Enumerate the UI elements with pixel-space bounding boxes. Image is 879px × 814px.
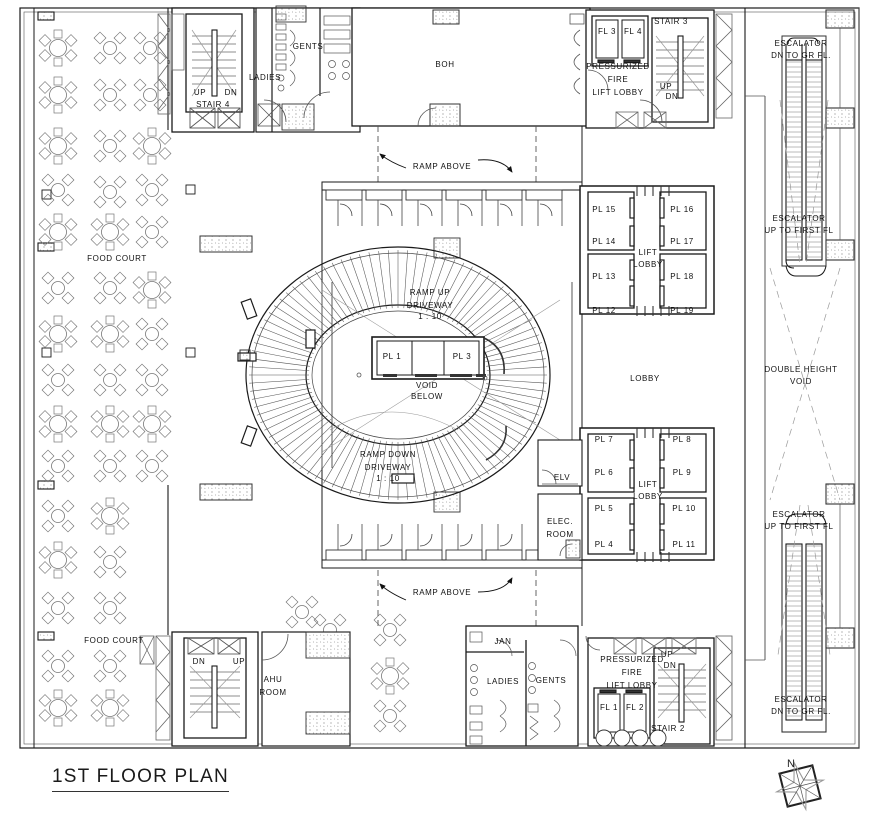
label-ahu-room-2: ROOM	[259, 688, 287, 697]
label-food-court-bottom: FOOD COURT	[84, 636, 144, 645]
label-ramp-up-slope: 1 : 10	[418, 312, 442, 321]
label-lift-lobby-lower-1: LIFT	[638, 480, 658, 489]
label-fire-lobby-bottom-3: LIFT LOBBY	[606, 681, 658, 690]
label-pl13: PL 13	[592, 272, 616, 281]
label-ramp-down: RAMP DOWN	[360, 450, 416, 459]
label-ramp-down-driveway: DRIVEWAY	[364, 463, 412, 472]
label-pl15: PL 15	[592, 205, 616, 214]
label-elv: ELV	[553, 473, 571, 482]
label-stair3-dn: DN	[665, 92, 679, 101]
label-pl1: PL 1	[382, 352, 402, 361]
label-pl7: PL 7	[594, 435, 614, 444]
label-escalator-bottom-2: DN TO GR FL.	[771, 707, 831, 716]
north-label: N	[787, 758, 795, 770]
label-stair2: STAIR 2	[651, 724, 685, 733]
label-pl14: PL 14	[592, 237, 616, 246]
label-double-height-void-1: DOUBLE HEIGHT	[764, 365, 838, 374]
label-ladies-top: LADIES	[248, 73, 282, 82]
label-food-court-top: FOOD COURT	[87, 254, 147, 263]
label-double-height-void-2: VOID	[790, 377, 812, 386]
label-fire-lobby-top-3: LIFT LOBBY	[592, 88, 644, 97]
label-pl5: PL 5	[594, 504, 614, 513]
label-pl10: PL 10	[672, 504, 696, 513]
label-void-below-1: VOID	[416, 381, 438, 390]
label-fl4: FL 4	[623, 27, 643, 36]
north-arrow-icon	[774, 760, 826, 812]
label-lift-lobby-lower-2: LOBBY	[633, 492, 663, 501]
label-fl3: FL 3	[597, 27, 617, 36]
label-stair2-up: UP	[660, 650, 674, 659]
label-fire-lobby-bottom-1: PRESSURIZED	[600, 655, 664, 664]
label-pl3: PL 3	[452, 352, 472, 361]
label-pl18: PL 18	[670, 272, 694, 281]
label-pl9: PL 9	[672, 468, 692, 477]
label-ramp-above-top: RAMP ABOVE	[412, 162, 472, 171]
label-lobby: LOBBY	[630, 374, 660, 383]
label-pl6: PL 6	[594, 468, 614, 477]
label-pl12: PL 12	[592, 306, 616, 315]
page-title: 1ST FLOOR PLAN	[52, 766, 229, 792]
label-ahu-room-1: AHU	[263, 675, 283, 684]
label-fire-lobby-top-1: PRESSURIZED	[586, 62, 650, 71]
label-stair3: STAIR 3	[654, 17, 688, 26]
label-elec-room-2: ROOM	[546, 530, 574, 539]
label-lift-lobby-upper-2: LOBBY	[633, 260, 663, 269]
label-stair3-up: UP	[659, 82, 673, 91]
label-boh: BOH	[435, 60, 455, 69]
label-stair4: STAIR 4	[196, 100, 230, 109]
label-escalator-top-1: ESCALATOR	[774, 39, 828, 48]
label-escalator-upper-1: ESCALATOR	[772, 214, 826, 223]
label-ramp-down-slope: 1 : 10	[376, 474, 400, 483]
label-escalator-top-2: DN TO GR FL.	[771, 51, 831, 60]
label-escalator-upper-2: UP TO FIRST FL	[764, 226, 834, 235]
label-void-below-2: BELOW	[411, 392, 443, 401]
label-stair-bottom-dn: DN	[192, 657, 206, 666]
label-fl2: FL 2	[625, 703, 645, 712]
label-stair2-dn: DN	[663, 661, 677, 670]
label-elec-room-1: ELEC.	[546, 517, 574, 526]
label-stair-bottom-up: UP	[232, 657, 246, 666]
label-pl8: PL 8	[672, 435, 692, 444]
label-gents-bottom: GENTS	[535, 676, 567, 685]
label-fire-lobby-top-2: FIRE	[607, 75, 629, 84]
label-pl4: PL 4	[594, 540, 614, 549]
label-ladies-bottom: LADIES	[486, 677, 520, 686]
label-ramp-above-bottom: RAMP ABOVE	[412, 588, 472, 597]
label-pl16: PL 16	[670, 205, 694, 214]
label-stair4-dn: DN	[224, 88, 238, 97]
label-ramp-up: RAMP UP	[409, 288, 451, 297]
label-ramp-up-driveway: DRIVEWAY	[406, 301, 454, 310]
label-pl19: PL 19	[670, 306, 694, 315]
label-fl1: FL 1	[599, 703, 619, 712]
label-pl17: PL 17	[670, 237, 694, 246]
label-jan: JAN	[494, 637, 512, 646]
label-pl11: PL 11	[672, 540, 696, 549]
label-lift-lobby-upper-1: LIFT	[638, 248, 658, 257]
label-gents-top: GENTS	[292, 42, 324, 51]
label-escalator-lower-2: UP TO FIRST FL	[764, 522, 834, 531]
label-stair4-up: UP	[193, 88, 207, 97]
label-escalator-lower-1: ESCALATOR	[772, 510, 826, 519]
label-escalator-bottom-1: ESCALATOR	[774, 695, 828, 704]
label-fire-lobby-bottom-2: FIRE	[621, 668, 643, 677]
